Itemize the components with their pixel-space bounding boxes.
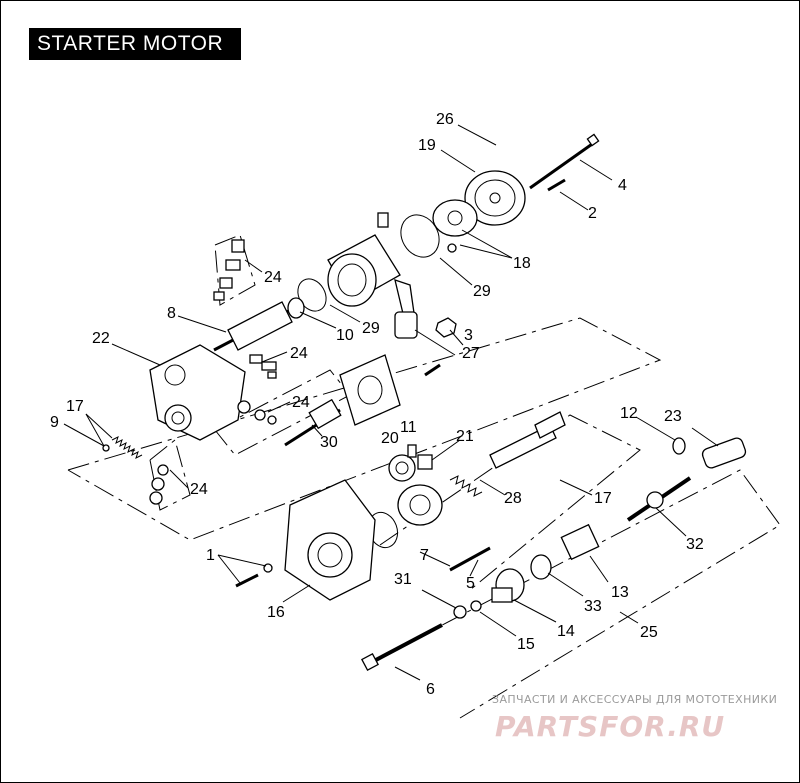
leader-lines [63, 124, 719, 681]
callout-15: 15 [517, 636, 535, 653]
callout-5: 5 [466, 575, 475, 592]
bearing-33 [530, 554, 552, 580]
callout-2: 2 [588, 205, 597, 222]
group-outline-housing [374, 469, 781, 719]
overrunning-clutch [397, 484, 443, 526]
plunger-shaft [284, 398, 342, 447]
callout-18: 18 [513, 255, 531, 272]
armature [213, 297, 305, 352]
callout-28: 28 [504, 490, 522, 507]
washer-31 [453, 605, 467, 619]
callout-24-upper: 24 [264, 269, 282, 286]
callout-14: 14 [557, 623, 575, 640]
callout-33: 33 [584, 598, 602, 615]
nut [435, 317, 457, 338]
output-shaft [626, 476, 692, 522]
screw-1 [235, 573, 259, 588]
gasket-bolt [424, 363, 441, 377]
through-bolt [529, 133, 600, 190]
callout-7: 7 [420, 547, 429, 564]
callout-10: 10 [336, 327, 354, 344]
bushing [417, 454, 433, 470]
callout-4: 4 [618, 177, 627, 194]
o-ring-upper [400, 214, 440, 258]
callout-23: 23 [664, 408, 682, 425]
bolt-5 [449, 546, 491, 572]
sleeve [560, 523, 600, 561]
callout-1: 1 [206, 547, 215, 564]
drive-end-housing [284, 479, 376, 601]
brush-set-middle [249, 354, 277, 379]
spring-9 [102, 436, 143, 459]
washers [237, 400, 277, 425]
pinion-gear [388, 454, 416, 482]
callout-12: 12 [620, 405, 638, 422]
washer-15 [470, 600, 482, 612]
group-outline-bracket-24a [214, 234, 256, 306]
watermark-logo: PARTSFOR.RU [495, 710, 725, 743]
callout-26: 26 [436, 111, 454, 128]
callout-24-lower: 24 [190, 481, 208, 498]
group-outline-bracket-24b [149, 439, 191, 511]
callout-17-left: 17 [66, 398, 84, 415]
field-lead [394, 279, 418, 339]
end-cap [464, 170, 526, 226]
callout-9: 9 [50, 414, 59, 431]
brush-set-upper [213, 239, 245, 301]
idler-gear [491, 568, 525, 603]
group-outline-armature [67, 317, 662, 541]
watermark-tagline: ЗАПЧАСТИ И АКСЕССУАРЫ ДЛЯ МОТОТЕХНИКИ [492, 693, 777, 706]
long-bolt [361, 623, 443, 671]
gasket-plate [339, 354, 401, 426]
drive-housing [149, 344, 246, 441]
callout-27: 27 [462, 345, 480, 362]
page-title: STARTER MOTOR [37, 32, 224, 55]
brush-set-lower [149, 464, 169, 505]
callout-29-lower: 29 [362, 320, 380, 337]
screw [547, 178, 566, 192]
title-banner: STARTER MOTOR [29, 28, 241, 60]
callout-22: 22 [92, 330, 110, 347]
callout-labels: 26 19 4 2 18 29 24 3 8 10 29 27 22 24 9 … [50, 111, 704, 698]
pin-23 [701, 437, 747, 469]
callout-6: 6 [426, 681, 435, 698]
callout-21: 21 [456, 428, 474, 445]
callout-25: 25 [640, 624, 658, 641]
callout-24-middle: 24 [290, 345, 308, 362]
callout-16: 16 [267, 604, 285, 621]
callout-32: 32 [686, 536, 704, 553]
callout-20: 20 [381, 430, 399, 447]
spring-28 [449, 475, 483, 497]
callout-24-right: 24 [292, 394, 310, 411]
washer-1 [263, 563, 273, 573]
ring-12 [672, 437, 686, 455]
callout-29-upper: 29 [473, 283, 491, 300]
callout-11: 11 [400, 419, 417, 436]
brush-plate [432, 199, 478, 253]
group-outline-drive [379, 414, 641, 591]
callout-31: 31 [394, 571, 412, 588]
callout-30: 30 [320, 434, 338, 451]
field-frame [327, 212, 401, 307]
callout-19: 19 [418, 137, 436, 154]
callout-13: 13 [611, 584, 629, 601]
callout-17-right: 17 [594, 490, 612, 507]
callout-3: 3 [464, 327, 473, 344]
callout-8: 8 [167, 305, 176, 322]
key [407, 444, 417, 458]
drive-shaft [489, 411, 566, 469]
